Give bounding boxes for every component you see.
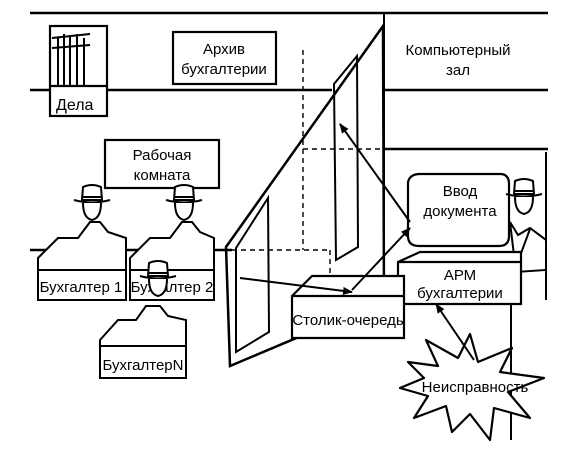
operator-hat-icon [505, 178, 543, 215]
input-doc-line1: Ввод [443, 183, 478, 200]
work-room-line2: комната [134, 167, 191, 184]
computer-room-label: Компьютерный зал [405, 42, 510, 79]
workstation-line1: АРМ [444, 267, 476, 284]
document-shelf [48, 24, 109, 118]
arrow-queue-to-input [351, 227, 411, 291]
queue-table-label: Столик-очередь [292, 312, 404, 329]
fault-label: Неисправность [422, 379, 529, 396]
queue-table: Столик-очередь [290, 274, 406, 340]
accountant-2-hat-icon [165, 184, 203, 221]
archive-room-label: Архив бухгалтерии [171, 30, 278, 86]
input-terminal: Ввод документа [406, 172, 511, 248]
workstation-desk: АРМ бухгалтерии [396, 250, 523, 306]
accountant-1: Бухгалтер 1 [37, 184, 127, 301]
arrow-input-to-archive [339, 123, 411, 223]
workstation-line2: бухгалтерии [417, 285, 503, 302]
accountant-2-label: Бухгалтер 2 [131, 279, 214, 296]
shelf-label: Дела [56, 97, 94, 114]
computer-room-line1: Компьютерный [405, 42, 510, 59]
archive-label-line2: бухгалтерии [181, 61, 267, 78]
computer-room-line2: зал [446, 62, 470, 79]
binders-icon [51, 33, 91, 86]
arrow-to-queue [239, 277, 353, 295]
accountant-n-label: БухгалтерN [103, 357, 184, 374]
work-room-label: Рабочая комната [103, 138, 221, 190]
work-room-line1: Рабочая [133, 147, 192, 164]
archive-label-line1: Архив [203, 41, 245, 58]
flow-arrows [239, 123, 475, 361]
accountant-2: Бухгалтер 2 [129, 184, 215, 301]
accountant-1-label: Бухгалтер 1 [40, 279, 123, 296]
input-doc-line2: документа [423, 203, 497, 220]
fault-burst: Неисправность [398, 332, 546, 442]
accountant-n: БухгалтерN [99, 260, 187, 379]
arrow-fault-to-workstation [435, 303, 475, 361]
accountant-1-hat-icon [73, 184, 111, 221]
